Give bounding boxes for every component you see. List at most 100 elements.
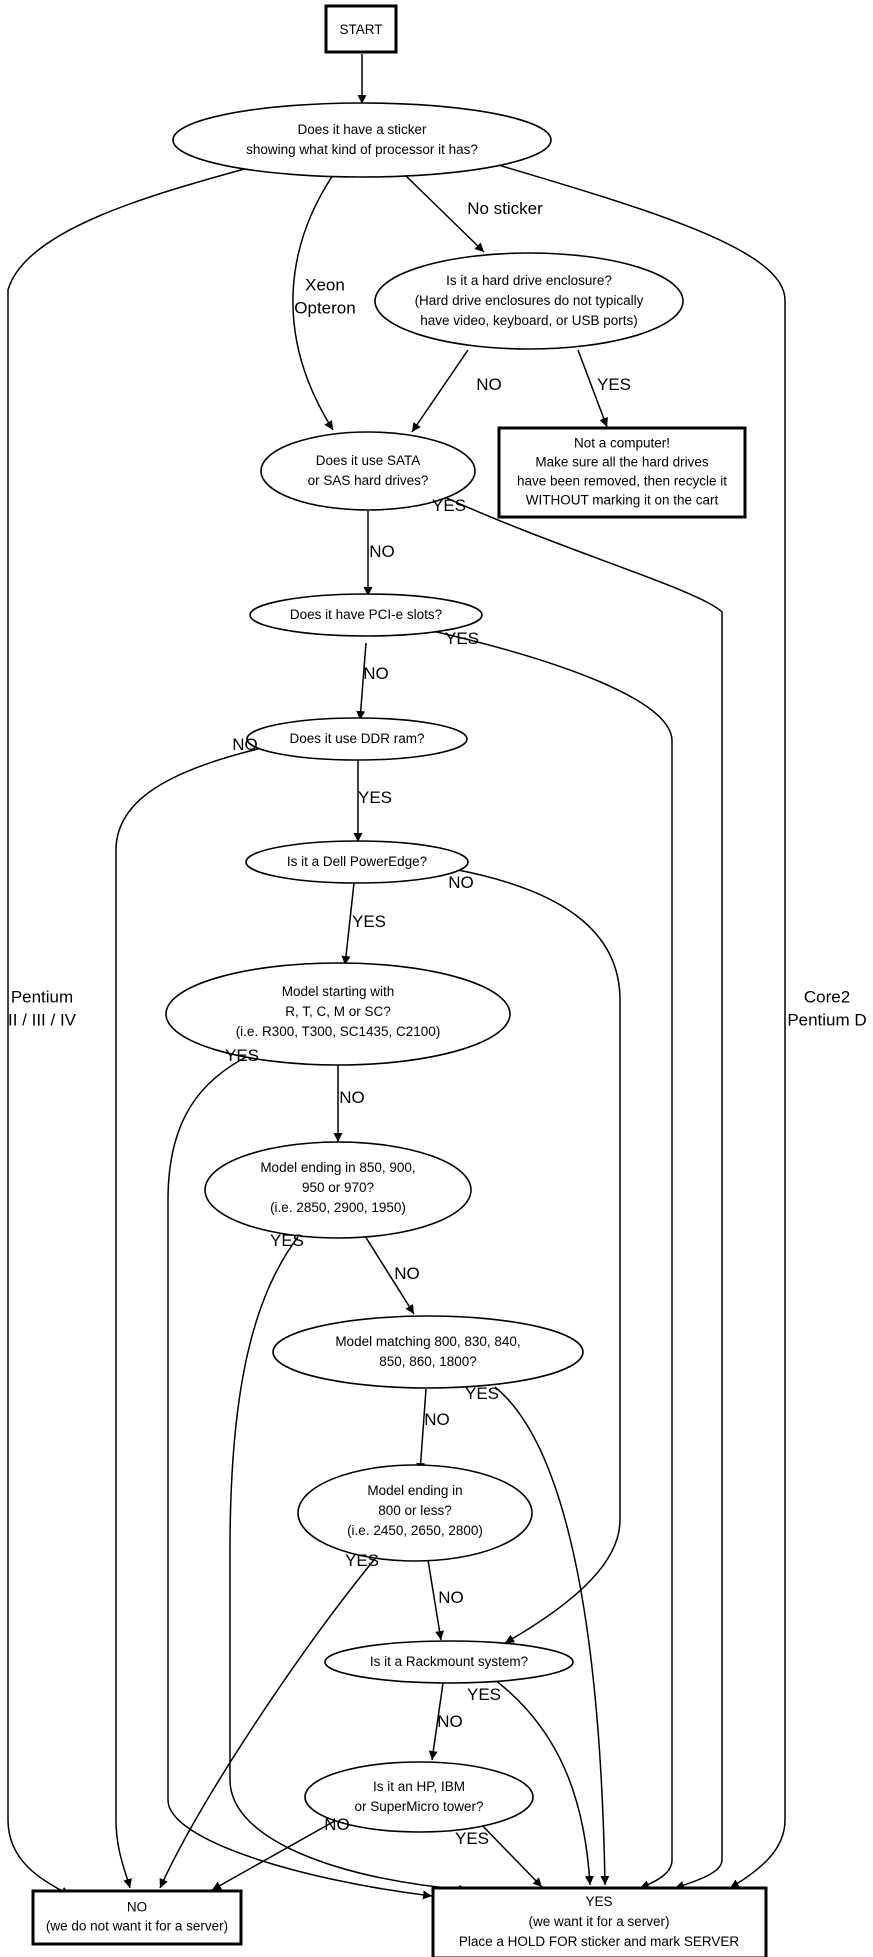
tower-yes-label: YES <box>455 1829 489 1848</box>
edge-pe-yes <box>341 882 355 966</box>
ddr-yes-label-line: YES <box>358 788 392 807</box>
edge-pcie-no <box>356 642 367 721</box>
enclosure-question-label-line: have video, keyboard, or USB ports) <box>420 313 638 328</box>
model-800-question-label-line: Model matching 800, 830, 840, <box>335 1334 520 1349</box>
yes-server-label-line: Place a HOLD FOR sticker and mark SERVER <box>459 1934 740 1949</box>
edge-rack-yes <box>494 1679 594 1886</box>
poweredge-no-label: NO <box>448 873 474 892</box>
edge-pe-no <box>457 869 621 1644</box>
sata-yes-label-line: YES <box>432 496 466 515</box>
tower-question-label-line: Is it an HP, IBM <box>373 1779 465 1794</box>
yes-server-node <box>431 1886 768 1957</box>
ddr-no-label-line: NO <box>232 735 258 754</box>
model-le800-yes-label-line: YES <box>345 1551 379 1570</box>
model-rtcm-question-label-line: R, T, C, M or SC? <box>285 1004 391 1019</box>
poweredge-yes-label-line: YES <box>352 912 386 931</box>
sata-no-label-line: NO <box>369 542 395 561</box>
enclosure-question-label-line: (Hard drive enclosures do not typically <box>415 293 644 308</box>
model-le800-question-label-line: 800 or less? <box>378 1503 452 1518</box>
poweredge-question-node <box>245 840 469 884</box>
model-rtcm-no-label: NO <box>339 1088 365 1107</box>
not-computer-label-line: Make sure all the hard drives <box>535 454 709 469</box>
ddr-question-node <box>246 717 468 761</box>
poweredge-yes-label: YES <box>352 912 386 931</box>
edge-enclosure-yes <box>577 349 609 428</box>
edge-ddr-no <box>115 747 263 1889</box>
pcie-no-label-line: NO <box>363 664 389 683</box>
edge-850-yes <box>229 1236 469 1894</box>
pentium-edge-label-line: Pentium <box>11 988 73 1007</box>
edge-le800-no <box>427 1559 444 1641</box>
model-rtcm-yes-label-line: YES <box>225 1046 259 1065</box>
not-computer-label-line: WITHOUT marking it on the cart <box>526 492 719 507</box>
sata-no-label: NO <box>369 542 395 561</box>
model-800-no-label-line: NO <box>424 1410 450 1429</box>
tower-question-label: Is it an HP, IBM or SuperMicro tower? <box>354 1779 483 1814</box>
model-rtcm-no-label-line: NO <box>339 1088 365 1107</box>
xeon-edge-label-line: Opteron <box>294 299 355 318</box>
sticker-question-label: Does it have a sticker showing what kind … <box>246 122 478 157</box>
model-le800-question-label-line: Model ending in <box>367 1483 462 1498</box>
model-850-yes-label-line: YES <box>270 1231 304 1250</box>
model-850-question-label-line: (i.e. 2850, 2900, 1950) <box>270 1200 406 1215</box>
sata-question-node <box>260 431 476 511</box>
edge-le800-yes <box>159 1554 379 1889</box>
model-800-question-label: Model matching 800, 830, 840, 850, 860, 1… <box>335 1334 520 1369</box>
no-server-node <box>31 1889 243 1946</box>
model-rtcm-question-label-line: (i.e. R300, T300, SC1435, C2100) <box>236 1024 441 1039</box>
rackmount-yes-label-line: YES <box>467 1685 501 1704</box>
rackmount-yes-label: YES <box>467 1685 501 1704</box>
sata-question-label-line: Does it use SATA <box>316 453 421 468</box>
model-rtcm-question-label: Model starting with R, T, C, M or SC? (i.e… <box>236 984 441 1039</box>
pcie-yes-label: YES <box>445 629 479 648</box>
not-computer-label: Not a computer!Make sure all the hard dr… <box>517 435 727 507</box>
not-computer-node <box>497 426 747 519</box>
start-node <box>324 4 398 54</box>
start-node-label-line: START <box>339 22 382 37</box>
yes-server-label: YES(we want it for a server)Place a HOLD… <box>459 1894 740 1949</box>
no-sticker-edge-label-line: No sticker <box>467 199 543 218</box>
enclosure-yes-label-line: YES <box>597 375 631 394</box>
enclosure-no-label-line: NO <box>476 375 502 394</box>
sata-question-label-line: or SAS hard drives? <box>308 473 429 488</box>
edge-800-no <box>416 1388 427 1473</box>
ddr-question-label-line: Does it use DDR ram? <box>289 731 424 746</box>
core2-edge-label-line: Pentium D <box>787 1011 866 1030</box>
edge-800-yes <box>494 1386 610 1886</box>
model-800-question-node <box>272 1315 584 1389</box>
sticker-question-label-line: Does it have a sticker <box>297 122 427 137</box>
rackmount-no-label-line: NO <box>437 1712 463 1731</box>
sata-question-label: Does it use SATA or SAS hard drives? <box>308 453 429 488</box>
pcie-question-node <box>249 593 483 637</box>
edge-enclosure-no <box>411 349 469 433</box>
model-800-question-label-line: 850, 860, 1800? <box>379 1354 477 1369</box>
no-server-label-line: NO <box>127 1899 147 1914</box>
edge-rtcm-yes <box>167 1054 433 1900</box>
edge-rack-no <box>428 1682 444 1761</box>
tower-question-label-line: or SuperMicro tower? <box>354 1799 483 1814</box>
rackmount-question-node <box>324 1640 574 1684</box>
tower-no-label-line: NO <box>324 1815 350 1834</box>
core2-edge-label-line: Core2 <box>804 988 850 1007</box>
ddr-yes-label: YES <box>358 788 392 807</box>
enclosure-yes-label: YES <box>597 375 631 394</box>
model-le800-question-node <box>297 1464 533 1562</box>
model-850-question-label-line: 950 or 970? <box>302 1180 374 1195</box>
model-800-yes-label: YES <box>465 1384 499 1403</box>
model-rtcm-question-label-line: Model starting with <box>282 984 395 999</box>
sticker-question-label-line: showing what kind of processor it has? <box>246 142 478 157</box>
not-computer-label-line: have been removed, then recycle it <box>517 473 727 488</box>
model-850-question-label-line: Model ending in 850, 900, <box>260 1160 415 1175</box>
sticker-question-node <box>172 102 552 178</box>
model-850-question-node <box>204 1141 472 1239</box>
model-850-yes-label: YES <box>270 1231 304 1250</box>
pcie-question-label: Does it have PCI-e slots? <box>290 607 442 622</box>
sata-yes-label: YES <box>432 496 466 515</box>
model-rtcm-question-node <box>165 962 511 1066</box>
poweredge-question-label: Is it a Dell PowerEdge? <box>287 854 427 869</box>
rackmount-no-label: NO <box>437 1712 463 1731</box>
no-sticker-edge-label: No sticker <box>467 199 543 218</box>
edge-tower-yes <box>474 1817 543 1888</box>
